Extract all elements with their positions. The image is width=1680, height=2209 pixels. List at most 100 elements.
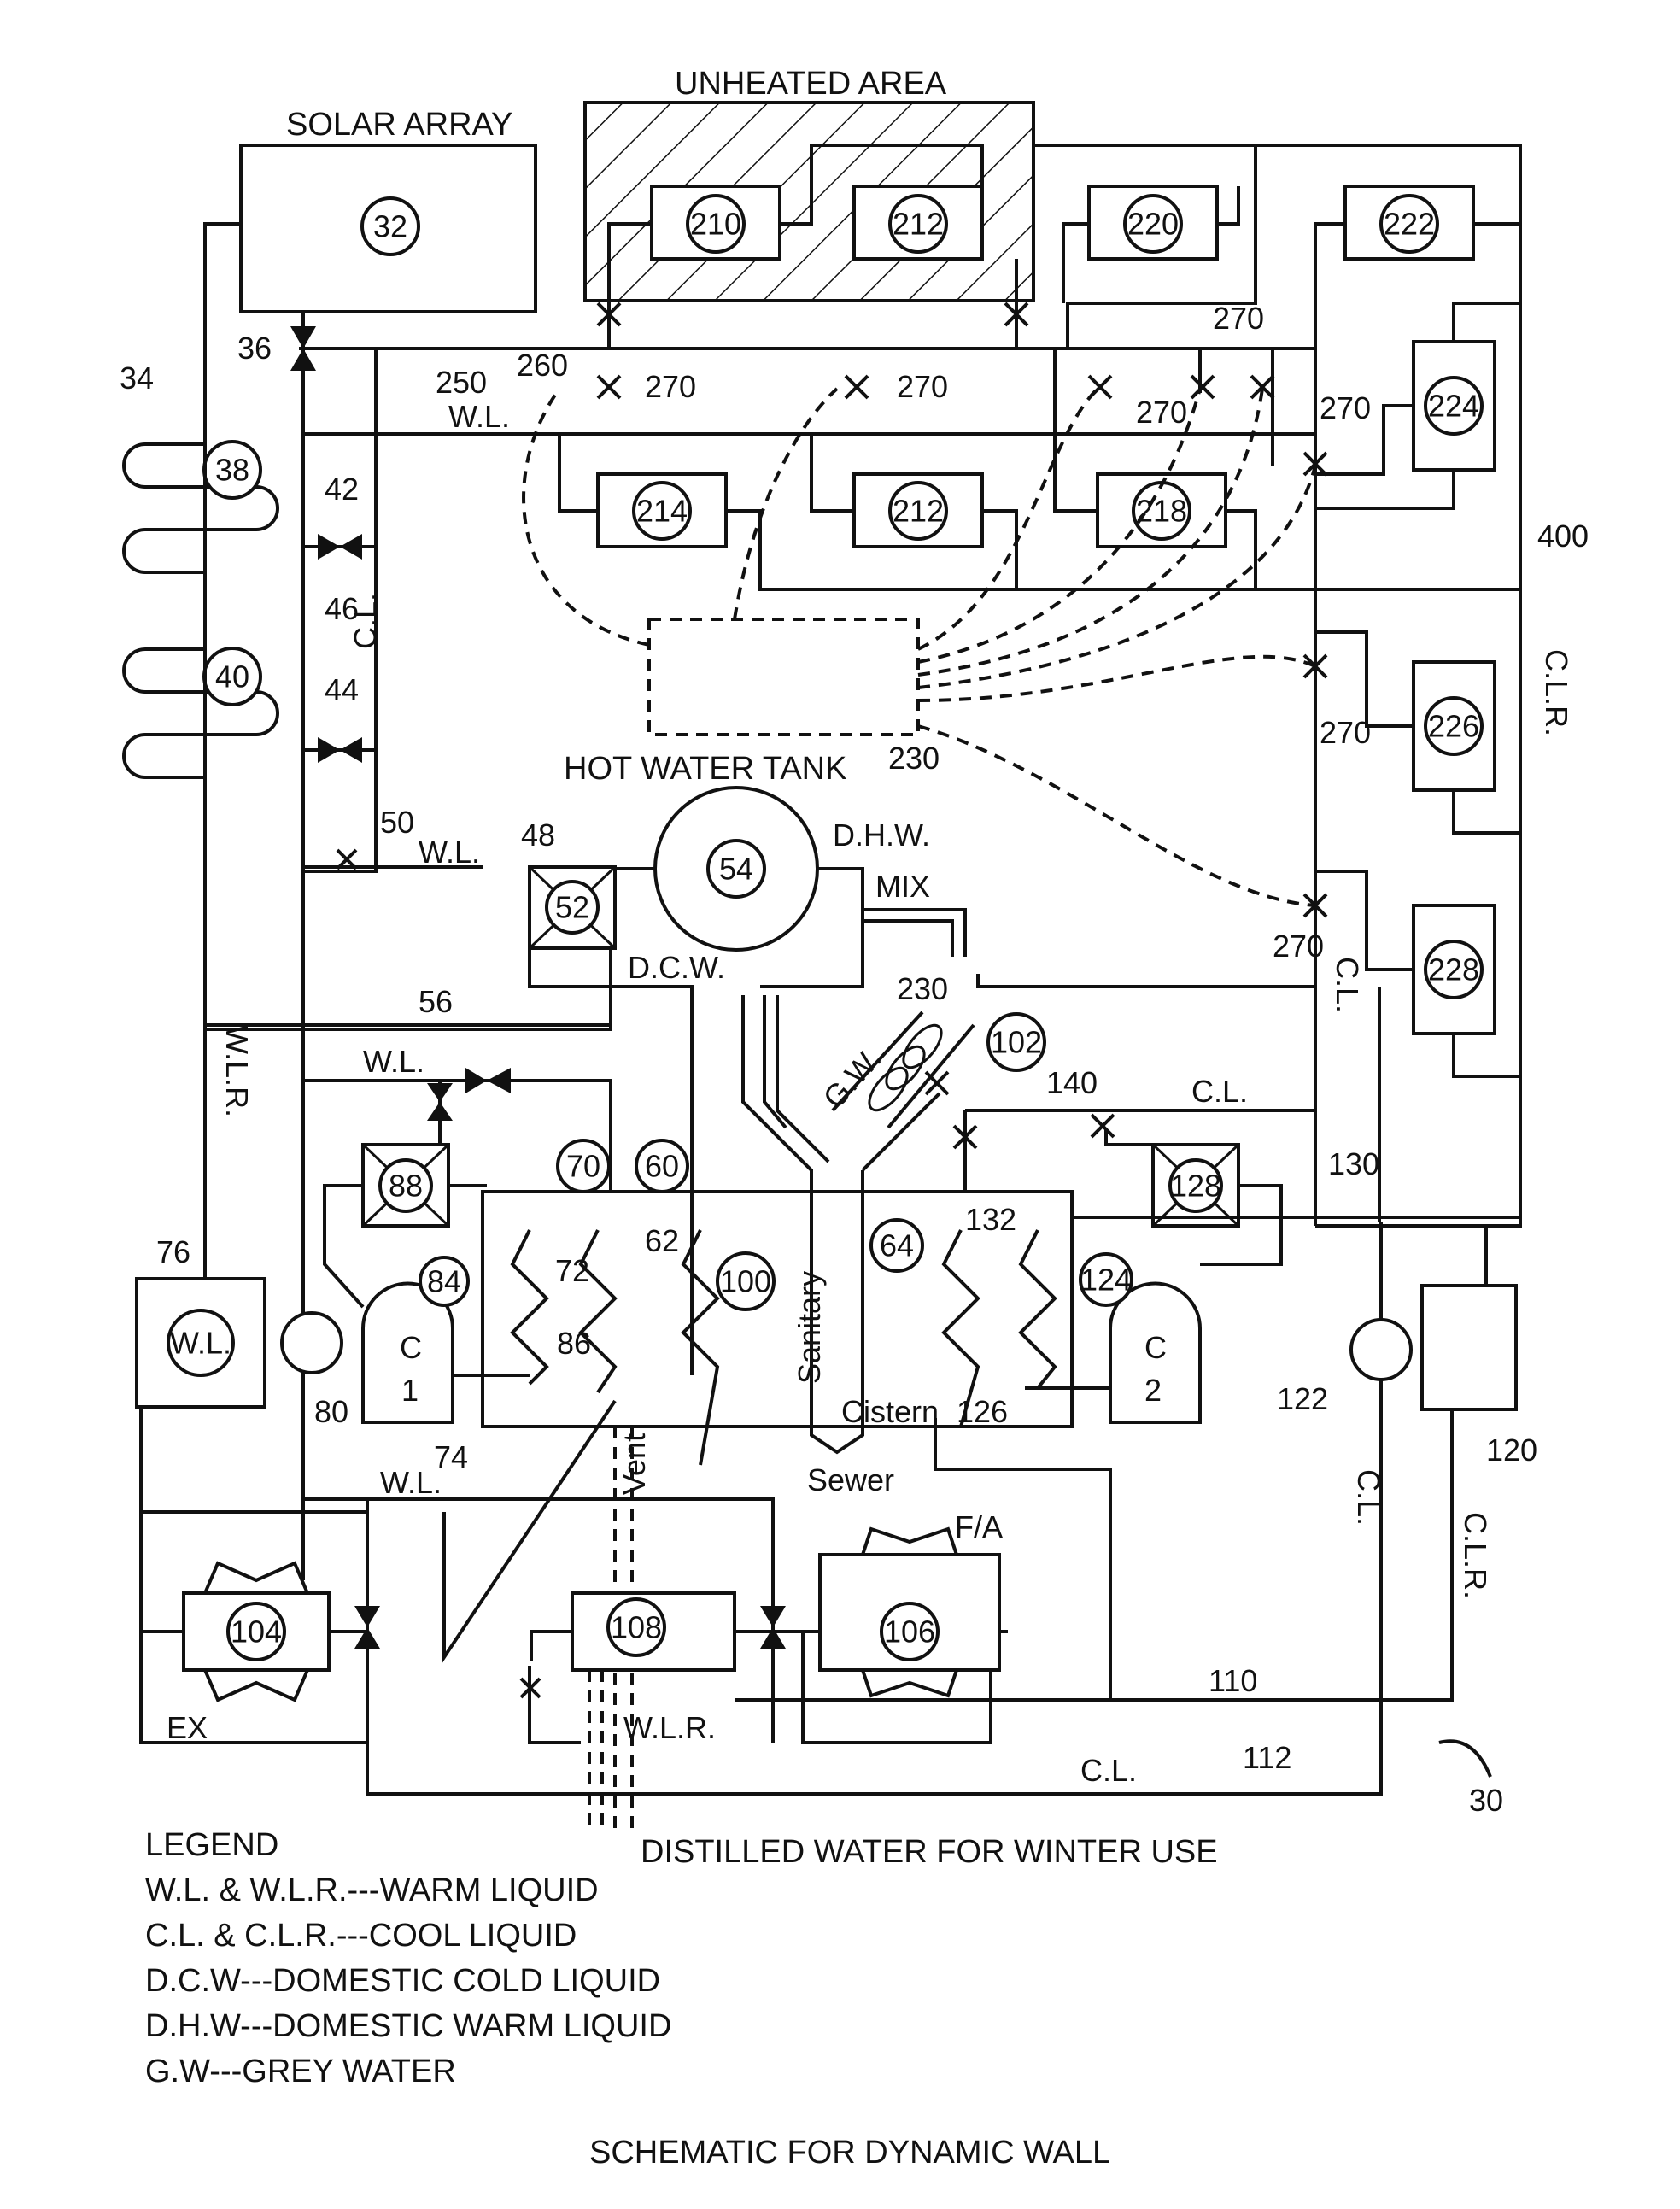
compressor-c1: C 1 84 [363,1257,468,1422]
svg-text:220: 220 [1127,207,1179,242]
label-sanitary: Sanitary [792,1271,827,1384]
label-dhw: D.H.W. [833,817,930,853]
ref-30: 30 [1469,1783,1503,1818]
pump-88: 88 [363,1145,448,1226]
fan-104: 104 [184,1563,329,1700]
svg-text:100: 100 [720,1264,771,1299]
label-wl-74: W.L. [380,1465,442,1500]
unit-228: 228 [1414,905,1495,1034]
legend-title: LEGEND [145,1827,278,1863]
ref-48: 48 [521,817,555,853]
valve-140a [926,1072,948,1094]
label-wl-88: W.L. [363,1044,424,1079]
legend-item-1: W.L. & W.L.R.---WARM LIQUID [145,1872,599,1908]
ref-50: 50 [380,805,414,840]
ref-42: 42 [325,472,359,507]
ref-44: 44 [325,672,359,707]
ref-270-e: 270 [1320,390,1371,425]
valve-44 [318,737,362,763]
label-dcw: D.C.W. [628,950,725,985]
svg-text:60: 60 [645,1149,679,1184]
compressor-c2: C 2 124 [1080,1254,1200,1422]
unit-212-top-number: 212 [893,207,944,242]
figure-caption: SCHEMATIC FOR DYNAMIC WALL [589,2135,1110,2171]
ref-34: 34 [120,360,154,396]
svg-text:88: 88 [389,1169,423,1204]
ref-130: 130 [1328,1146,1379,1181]
label-wlr-bottom: W.L.R. [623,1710,716,1745]
unit-212: 212 [854,474,982,547]
unheated-area-label: UNHEATED AREA [675,66,947,102]
svg-text:38: 38 [215,453,249,488]
solar-array-label: SOLAR ARRAY [286,107,512,143]
label-clr-bottom: C.L.R. [1458,1512,1493,1599]
wl-tank-76: W.L. [137,1279,265,1407]
hot-water-tank: 54 [655,788,817,950]
svg-text:W.L.: W.L. [170,1326,231,1361]
unit-220: 220 [1089,186,1217,259]
unit-226: 226 [1414,662,1495,790]
label-cl-bottom: C.L. [1351,1469,1386,1526]
ref-120: 120 [1486,1433,1537,1468]
label-cl-right: C.L. [1330,957,1365,1013]
ref-270-b: 270 [897,369,948,404]
hot-water-tank-label: HOT WATER TANK [564,751,846,787]
svg-text:106: 106 [884,1614,935,1649]
ref-250: 250 [436,365,487,400]
label-wl-250: W.L. [448,399,510,434]
ref-140: 140 [1046,1065,1098,1100]
fan-106: 106 [820,1529,999,1696]
svg-text:1: 1 [401,1373,419,1408]
label-cl-left: C.L. [348,593,383,649]
label-cistern: Cistern [841,1394,939,1429]
ref-86: 86 [557,1326,591,1361]
ref-110: 110 [1209,1663,1257,1698]
label-distilled: DISTILLED WATER FOR WINTER USE [641,1834,1218,1870]
coil-38: 38 [124,442,278,572]
label-vent: Vent [617,1433,652,1495]
ref-270-a: 270 [645,369,696,404]
svg-text:128: 128 [1170,1169,1221,1204]
ref-400: 400 [1537,519,1589,554]
coil-40: 40 [124,648,278,777]
ref-80: 80 [314,1394,348,1429]
svg-text:40: 40 [215,659,249,694]
ref-30-arrow [1439,1741,1490,1777]
ref-260: 260 [517,348,568,383]
label-sewer: Sewer [807,1462,894,1497]
ref-36: 36 [237,331,272,366]
ref-270-d: 270 [1213,301,1264,336]
ref-112: 112 [1243,1740,1291,1775]
svg-text:102: 102 [991,1025,1042,1060]
pump-128: 128 [1153,1145,1238,1226]
valve-wl-upper [427,1068,511,1121]
legend-item-4: D.H.W---DOMESTIC WARM LIQUID [145,2008,671,2044]
ref-76: 76 [156,1234,190,1269]
svg-text:212: 212 [893,494,944,529]
svg-text:54: 54 [719,852,753,887]
valve-42 [318,534,362,560]
bottom-piping [141,1380,1452,1794]
ref-62: 62 [645,1223,679,1258]
pump-80 [282,1313,342,1373]
svg-text:108: 108 [611,1610,662,1645]
svg-text:52: 52 [555,890,589,925]
svg-text:222: 222 [1384,207,1435,242]
ref-270-f: 270 [1320,715,1371,750]
svg-text:104: 104 [231,1614,282,1649]
valve-lower-mid [760,1606,786,1649]
svg-text:70: 70 [566,1149,600,1184]
unit-214: 214 [598,474,726,547]
ref-56: 56 [419,984,453,1019]
svg-text:C: C [400,1330,422,1365]
svg-text:2: 2 [1144,1373,1162,1408]
unit-224: 224 [1414,342,1495,470]
legend-item-3: D.C.W---DOMESTIC COLD LIQUID [145,1963,660,1999]
ref-230: 230 [897,971,948,1006]
ref-122: 122 [1277,1381,1328,1416]
unit-222: 222 [1345,186,1473,259]
unheated-area: 210 212 [585,103,1033,301]
label-clr-right: C.L.R. [1539,649,1574,736]
gw-coil-102: 102 [863,1014,1045,1116]
label-mix: MIX [875,869,930,904]
